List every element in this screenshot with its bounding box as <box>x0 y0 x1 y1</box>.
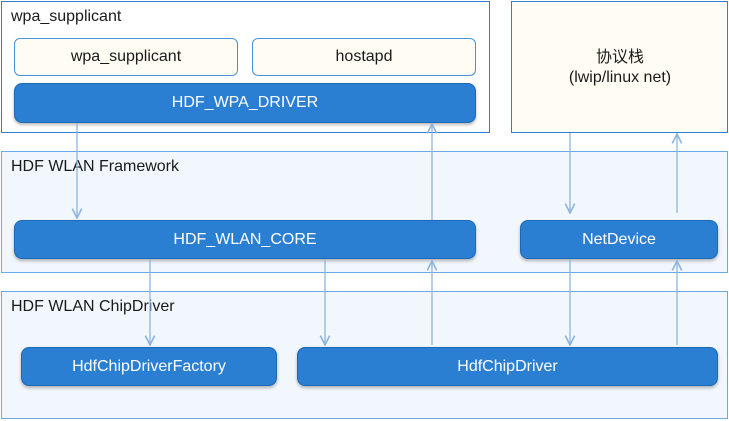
protocol-stack-subtitle: (lwip/linux net) <box>568 69 672 86</box>
hdf-chip-driver-box: HdfChipDriver <box>297 347 718 386</box>
hdf-wlan-framework-title: HDF WLAN Framework <box>11 158 180 175</box>
wpa-supplicant-box: wpa_supplicant <box>14 38 238 76</box>
hdf-wpa-driver-box: HDF_WPA_DRIVER <box>14 83 476 123</box>
hdf-chip-driver-factory-box: HdfChipDriverFactory <box>21 347 277 386</box>
protocol-stack-box <box>511 1 728 133</box>
hdf-wlan-chipdriver-title: HDF WLAN ChipDriver <box>11 298 175 315</box>
protocol-stack-label: 协议栈 (lwip/linux net) <box>512 48 728 88</box>
protocol-stack-name: 协议栈 <box>595 49 644 66</box>
netdevice-box: NetDevice <box>520 220 718 259</box>
hdf-wlan-core-box: HDF_WLAN_CORE <box>14 220 476 259</box>
hostapd-box: hostapd <box>252 38 476 76</box>
wpa-supplicant-group-title: wpa_supplicant <box>11 8 122 25</box>
